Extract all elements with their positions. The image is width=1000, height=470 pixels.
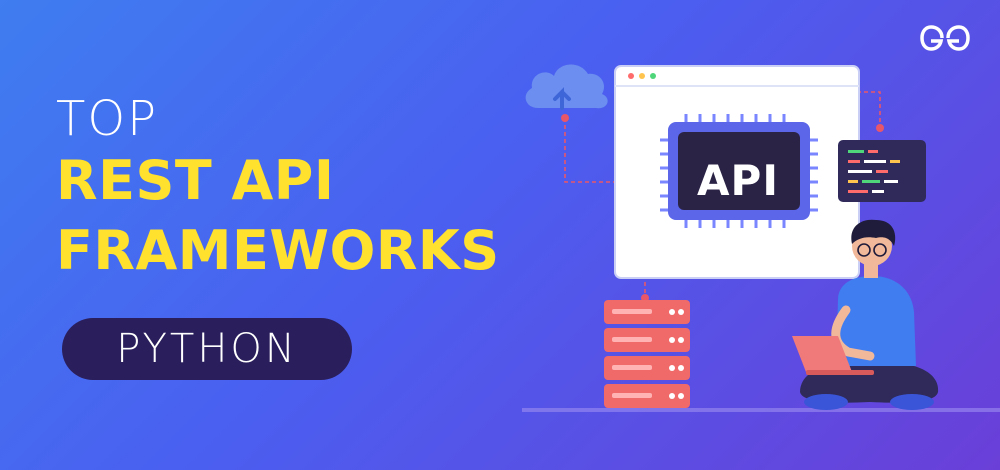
- headline: TOP REST API FRAMEWORKS: [56, 92, 500, 286]
- server-stack-icon: [604, 300, 690, 408]
- headline-rest-api: REST API: [56, 149, 335, 212]
- headline-frameworks: FRAMEWORKS: [56, 219, 500, 282]
- api-chip-icon: [660, 114, 818, 228]
- floor-line: [522, 408, 1000, 412]
- headline-top: TOP: [56, 91, 159, 147]
- code-window-icon: [838, 140, 926, 202]
- cloud-upload-icon: [525, 64, 608, 110]
- api-chip-label: API: [697, 155, 779, 205]
- person-with-laptop-icon: [792, 219, 939, 410]
- python-badge-label: PYTHON: [116, 326, 298, 372]
- python-badge: PYTHON: [62, 318, 352, 380]
- geeksforgeeks-logo-icon: [920, 25, 970, 51]
